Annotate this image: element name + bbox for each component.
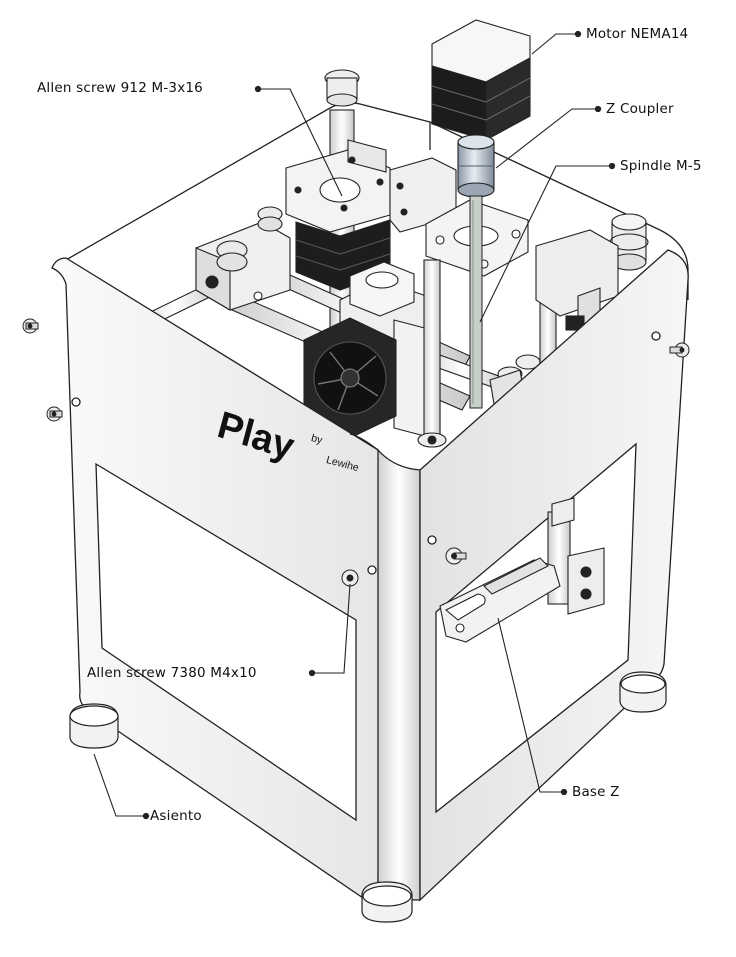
label-motor-nema14: Motor NEMA14: [586, 26, 689, 42]
z-rod-base: [417, 259, 447, 448]
leader-motor: [531, 33, 578, 55]
z-coupler: [457, 134, 495, 198]
base-z: [439, 497, 605, 643]
foot-left: [69, 703, 119, 749]
leader-spindle: [479, 165, 612, 323]
leader-base-z: [497, 617, 564, 793]
leader-allen-top: [258, 88, 343, 197]
left-carriage: [195, 206, 291, 311]
spindle-m5: [469, 195, 483, 409]
label-spindle: Spindle M-5: [620, 158, 702, 174]
screws: [22, 318, 690, 587]
cooling-fan: [303, 317, 397, 439]
motor-nema14: [431, 19, 531, 141]
label-allen-screw-top: Allen screw 912 M-3x16: [37, 80, 203, 96]
leader-allen-side: [312, 583, 351, 674]
label-asiento: Asiento: [150, 808, 202, 824]
label-allen-screw-side: Allen screw 7380 M4x10: [87, 665, 257, 681]
leader-lines: [93, 30, 616, 820]
foot-right: [619, 671, 667, 713]
leader-coupler: [495, 108, 598, 169]
foot-front: [361, 881, 413, 923]
label-base-z: Base Z: [572, 784, 620, 800]
leader-asiento: [93, 753, 146, 817]
label-z-coupler: Z Coupler: [606, 101, 674, 117]
motor-mount-left: [285, 139, 391, 233]
